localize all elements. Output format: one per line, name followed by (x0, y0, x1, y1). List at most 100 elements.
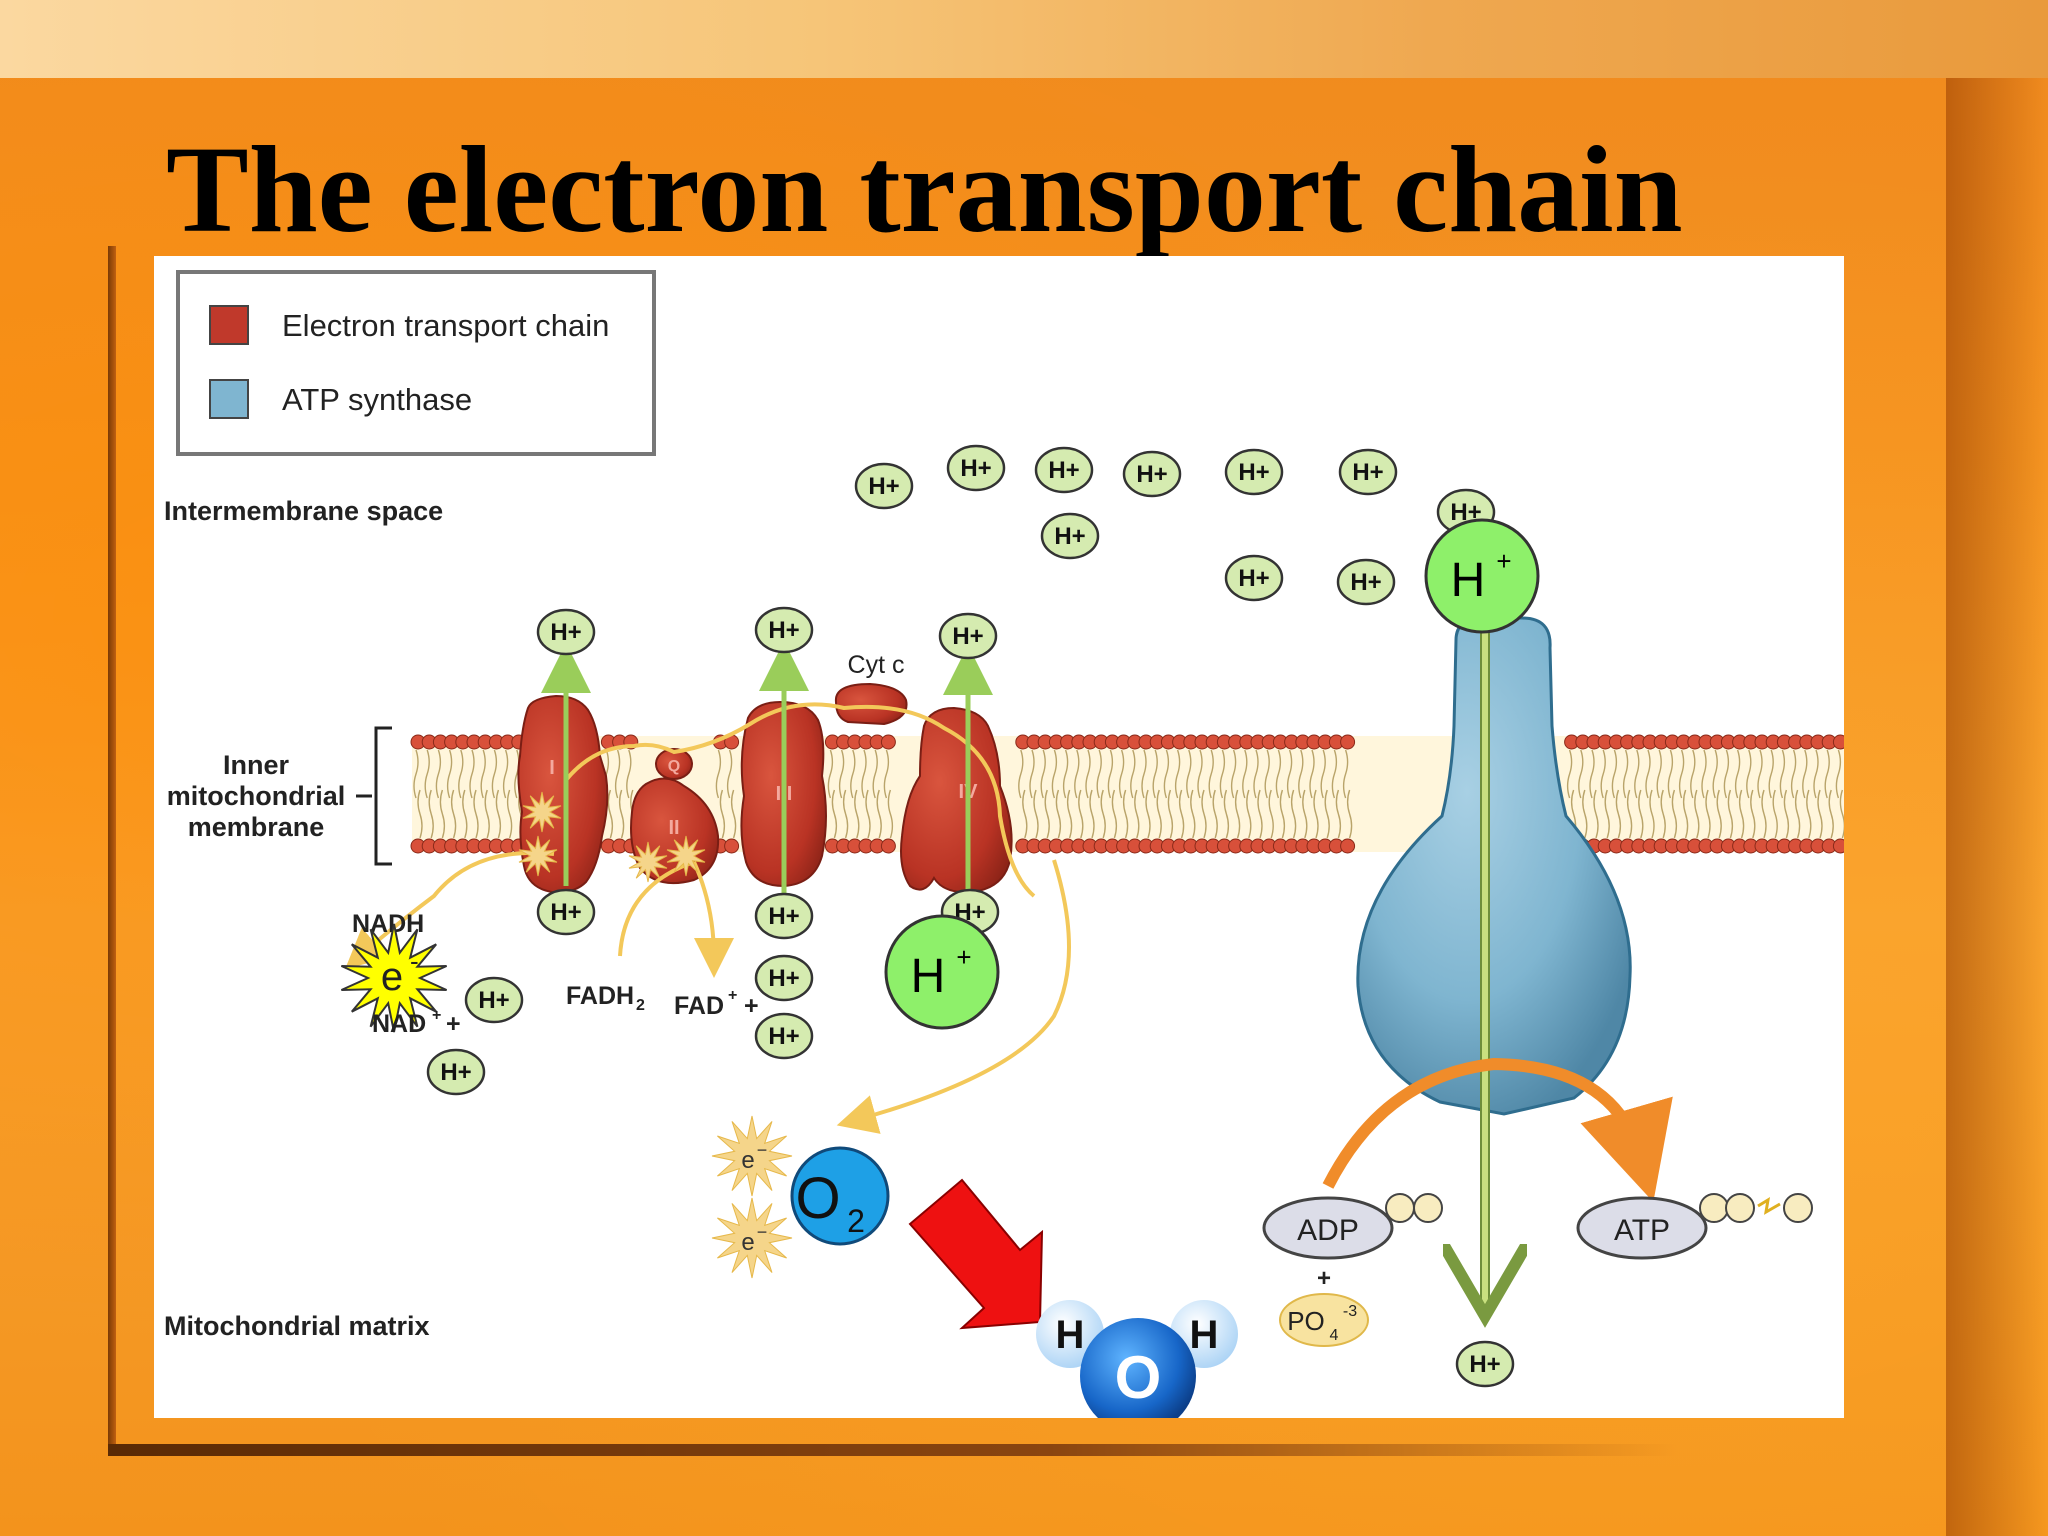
lipid-head (1832, 734, 1844, 750)
phosphate-molecule: PO 4 -3 (1279, 1293, 1369, 1347)
lipid-tail (1212, 789, 1218, 839)
big-proton-top-plus: + (1496, 546, 1511, 576)
lipid-tail (1346, 789, 1353, 839)
atp-phosphate-3 (1783, 1193, 1813, 1223)
complex-i-label: I (549, 757, 555, 779)
lipid-tail (1197, 749, 1203, 799)
proton: H+ (1455, 1340, 1515, 1388)
electron-small-2-minus: − (757, 1222, 768, 1242)
proton-label: H+ (1048, 457, 1079, 484)
proton: H+ (754, 606, 814, 654)
lipid-tail (1738, 789, 1745, 839)
lipid-tail (1701, 749, 1707, 799)
proton-label: H+ (1469, 1351, 1500, 1378)
proton-circle (754, 954, 814, 1002)
big-proton-matrix: H + (884, 914, 1000, 1030)
lipid-tail (1802, 749, 1808, 799)
electron-burst (522, 791, 562, 833)
water-molecule: H H O (1036, 1300, 1238, 1418)
lipid-tail (1085, 749, 1091, 799)
electron-star: e - (340, 923, 448, 1033)
lipid-bilayer (410, 734, 1844, 854)
lipid-tail (458, 749, 464, 799)
lipid-tail (626, 749, 632, 799)
proton: H+ (754, 1012, 814, 1060)
oxygen-o: O (795, 1166, 840, 1231)
lipid-tail (462, 789, 468, 839)
lipid-tail (1230, 749, 1237, 799)
complex-i: I (517, 694, 609, 894)
lipid-tail (424, 749, 430, 799)
electron-star-shape (340, 923, 448, 1033)
proton-label: H+ (1136, 461, 1167, 488)
lipid-tail (883, 749, 890, 799)
lipid-tail (614, 749, 621, 799)
lipid-tail (1772, 789, 1778, 839)
lipid-tail (1824, 749, 1830, 799)
lipid-tail (1761, 789, 1767, 839)
lipid-tail (514, 749, 520, 799)
proton-label: H+ (960, 455, 991, 482)
proton-circle (946, 444, 1006, 492)
proton-circle (536, 888, 596, 936)
water-o-label: O (1115, 1344, 1162, 1411)
lipid-tail (1783, 789, 1790, 839)
lipid-tail (1626, 789, 1633, 839)
lipid-tail (607, 789, 614, 839)
lipid-tail (1089, 789, 1095, 839)
proton-circle (1336, 558, 1396, 606)
oxygen-molecule: O 2 (790, 1146, 890, 1246)
lipid-tail (1286, 749, 1293, 799)
proton-circle (426, 1048, 486, 1096)
lipid-tail (1156, 789, 1162, 839)
phosphate-charge: -3 (1343, 1303, 1357, 1320)
lipid-tail (1705, 789, 1711, 839)
legend: Electron transport chain ATP synthase (176, 270, 656, 456)
lipid-tail (1096, 749, 1102, 799)
proton: H+ (1224, 554, 1284, 602)
proton-circle (464, 976, 524, 1024)
water-h2-label: H (1190, 1313, 1219, 1357)
lipid-tail (1246, 789, 1252, 839)
proton-label: H+ (768, 617, 799, 644)
oxygen-circle (790, 1146, 890, 1246)
lipid-tail (887, 789, 894, 839)
diagram-panel: Electron transport chain ATP synthase In… (154, 256, 1844, 1418)
proton: H+ (938, 612, 998, 660)
water-h1-label: H (1056, 1313, 1085, 1357)
proton: H+ (1336, 558, 1396, 606)
lipid-tail (842, 789, 849, 839)
fadh2-sub: 2 (636, 997, 645, 1014)
slide-left-border (108, 246, 116, 1456)
nad-plus: + (446, 1010, 461, 1038)
nad-label: NAD (372, 1010, 426, 1038)
lipid-tail (1806, 789, 1812, 839)
proton-circle (1034, 446, 1094, 494)
lipid-tail (1750, 789, 1756, 839)
lipid-tail (1667, 749, 1674, 799)
big-proton-top: H + (1424, 518, 1540, 634)
lipid-tail (1757, 749, 1763, 799)
lipid-tail (1107, 749, 1114, 799)
atp-phosphate-2 (1725, 1193, 1755, 1223)
proton: H+ (536, 608, 596, 656)
lipid-tail (495, 789, 502, 839)
lipid-head (1832, 838, 1844, 854)
lipid-tail (854, 789, 860, 839)
legend-box (176, 270, 656, 456)
proton-label: H+ (1238, 459, 1269, 486)
lipid-tail (1234, 789, 1241, 839)
adp-phosphate-2 (1413, 1193, 1443, 1223)
lipid-tail (1813, 749, 1819, 799)
lipid-tail (1186, 749, 1192, 799)
proton-circle (1338, 448, 1398, 496)
proton-label: H+ (1352, 459, 1383, 486)
lipid-tail (1600, 749, 1606, 799)
proton-circle (938, 612, 998, 660)
proton-label: H+ (868, 473, 899, 500)
lipid-tail (1817, 789, 1823, 839)
lipid-tail (1018, 749, 1024, 799)
legend-label-etc: Electron transport chain (282, 308, 609, 343)
lipid-tail (1264, 749, 1270, 799)
electron-small-2-e: e (741, 1229, 754, 1256)
